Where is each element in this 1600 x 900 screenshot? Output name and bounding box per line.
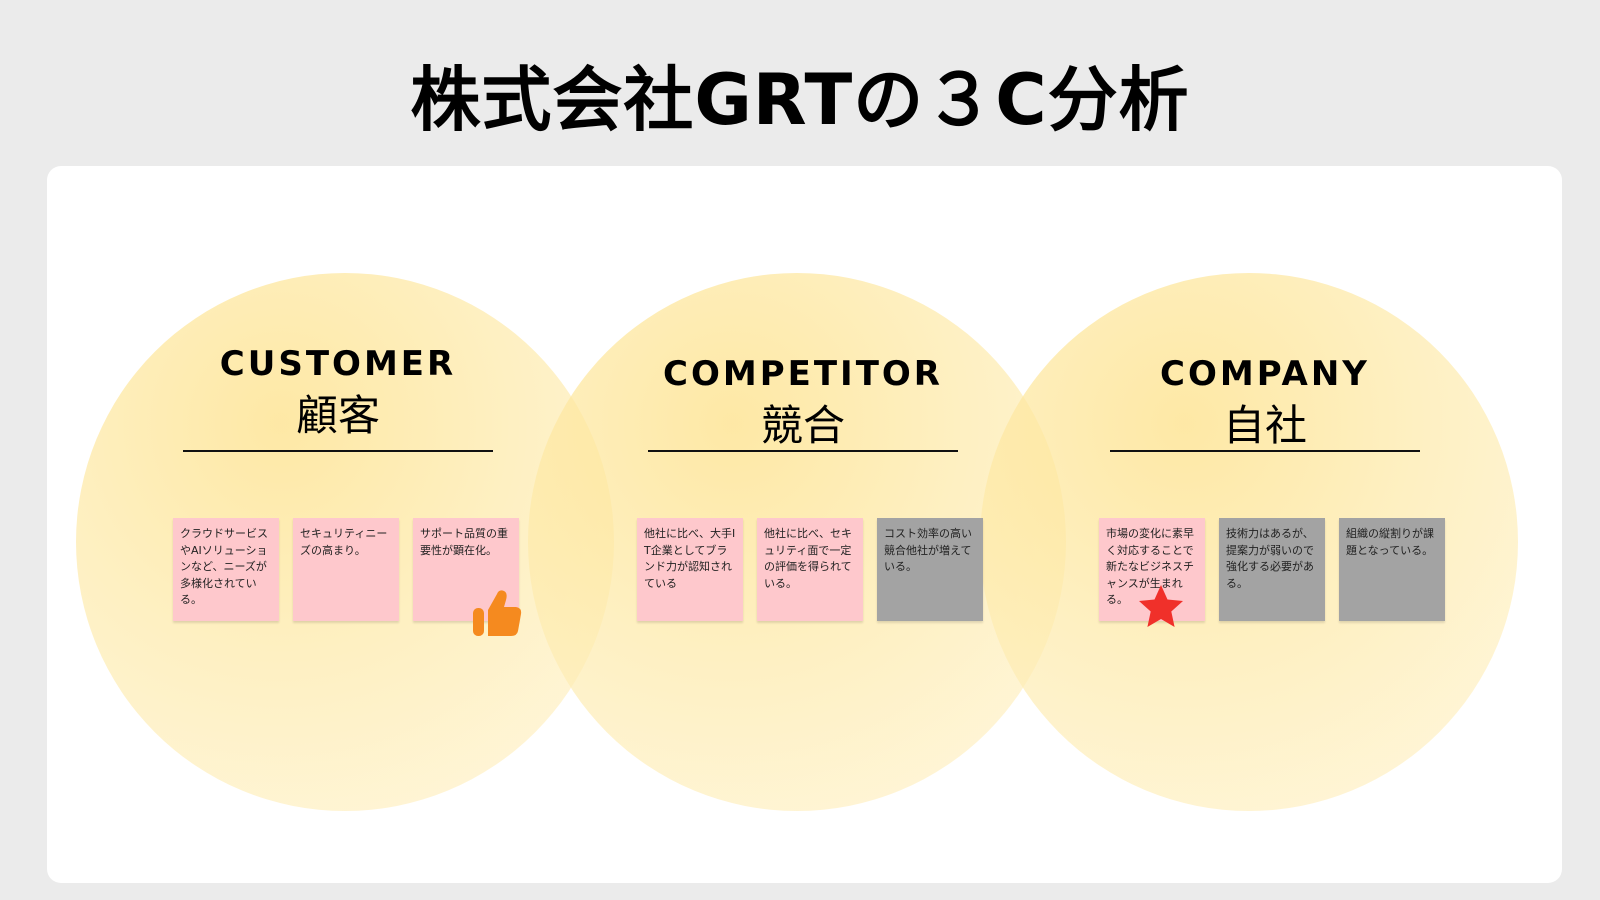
- note-text: 技術力はあるが、提案力が弱いので強化する必要がある。: [1226, 527, 1314, 590]
- customer-section: CUSTOMER 顧客: [183, 344, 493, 452]
- thumbs-up-icon: [471, 586, 523, 642]
- canvas-board: CUSTOMER 顧客 クラウドサービスやAIソリューションなど、ニーズが多様化…: [47, 166, 1562, 883]
- company-divider: [1110, 450, 1420, 452]
- customer-heading-en: CUSTOMER: [219, 344, 457, 384]
- competitor-divider: [648, 450, 958, 452]
- competitor-heading-en: COMPETITOR: [663, 354, 943, 394]
- note-text: 組織の縦割りが課題となっている。: [1346, 527, 1434, 557]
- company-section: COMPANY 自社: [1110, 354, 1420, 452]
- company-heading-en: COMPANY: [1160, 354, 1370, 394]
- note-text: コスト効率の高い競合他社が増えている。: [884, 527, 972, 573]
- customer-heading-ja: 顧客: [295, 391, 380, 440]
- competitor-section: COMPETITOR 競合: [648, 354, 958, 452]
- competitor-heading-ja: 競合: [760, 401, 845, 450]
- note-text: 市場の変化に素早く対応することで新たなビジネスチャンスが生まれる。: [1106, 527, 1194, 606]
- note-text: 他社に比べ、大手IT企業としてブランド力が認知されている: [644, 527, 736, 590]
- company-note-3[interactable]: 組織の縦割りが課題となっている。: [1339, 518, 1445, 621]
- customer-note-1[interactable]: クラウドサービスやAIソリューションなど、ニーズが多様化されている。: [173, 518, 279, 621]
- star-icon: [1136, 582, 1186, 636]
- customer-divider: [183, 450, 493, 452]
- competitor-note-2[interactable]: 他社に比べ、セキュリティ面で一定の評価を得られている。: [757, 518, 863, 621]
- note-text: セキュリティニーズの高まり。: [300, 527, 388, 557]
- customer-note-2[interactable]: セキュリティニーズの高まり。: [293, 518, 399, 621]
- note-text: クラウドサービスやAIソリューションなど、ニーズが多様化されている。: [180, 527, 268, 606]
- page-title: 株式会社GRTの３C分析: [410, 59, 1190, 141]
- company-note-1[interactable]: 市場の変化に素早く対応することで新たなビジネスチャンスが生まれる。: [1099, 518, 1205, 621]
- competitor-note-3[interactable]: コスト効率の高い競合他社が増えている。: [877, 518, 983, 621]
- note-text: サポート品質の重要性が顕在化。: [420, 527, 508, 557]
- note-text: 他社に比べ、セキュリティ面で一定の評価を得られている。: [764, 527, 852, 590]
- competitor-note-1[interactable]: 他社に比べ、大手IT企業としてブランド力が認知されている: [637, 518, 743, 621]
- company-note-2[interactable]: 技術力はあるが、提案力が弱いので強化する必要がある。: [1219, 518, 1325, 621]
- company-heading-ja: 自社: [1222, 401, 1307, 450]
